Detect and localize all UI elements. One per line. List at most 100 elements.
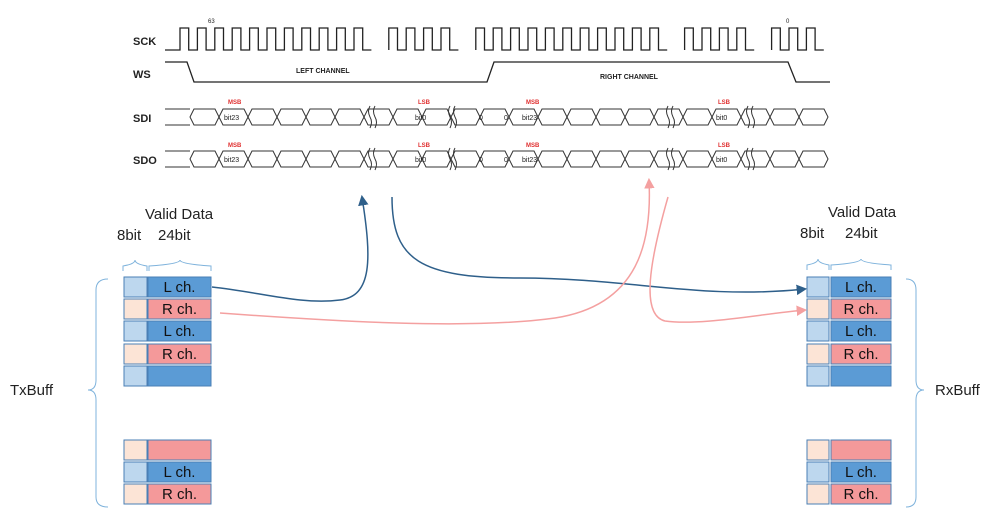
tx-8bit-brace — [122, 259, 148, 271]
sdo-lsb-left: LSB — [418, 143, 431, 149]
tx-buffer-label: TxBuff — [10, 382, 54, 399]
sdo-msb-left: MSB — [228, 143, 242, 149]
tx-buffer-row: L ch. — [123, 320, 212, 342]
tx-buffer-row: R ch. — [123, 483, 212, 505]
row-label: R ch. — [162, 346, 197, 363]
sdo-bit23-right: bit23 — [522, 157, 537, 164]
sdo-bus-cells — [165, 150, 829, 168]
sdi-bus — [165, 105, 829, 129]
pad-cell — [123, 343, 148, 365]
row-label: L ch. — [164, 279, 196, 296]
data-cell — [147, 298, 212, 320]
sdi-bit23-left: bit23 — [224, 115, 239, 122]
bus-break-mark — [746, 105, 755, 129]
data-cell — [830, 298, 892, 320]
row-label: R ch. — [843, 486, 878, 503]
rx-buffer-bracket — [905, 278, 925, 508]
bus-break-mark — [746, 147, 755, 171]
tx-buffer-row: R ch. — [123, 298, 212, 320]
pad-cell — [123, 276, 148, 298]
pad-cell — [123, 483, 148, 505]
data-cell — [147, 483, 212, 505]
ws-waveform — [165, 61, 830, 83]
rx-8bit-brace — [806, 258, 830, 270]
right-channel-label: RIGHT CHANNEL — [600, 74, 659, 81]
sdi-bit0-right: bit0 — [716, 115, 727, 122]
sck-waveform — [165, 27, 824, 51]
tx-buffer-row — [123, 439, 212, 461]
signal-label-sdo: SDO — [133, 155, 157, 167]
pad-cell — [806, 439, 830, 461]
row-label: L ch. — [845, 323, 877, 340]
bus-break-mark — [368, 105, 377, 129]
rx-buffer-row: L ch. — [806, 276, 892, 298]
data-cell — [830, 461, 892, 483]
signal-label-ws: WS — [133, 69, 151, 81]
pad-cell — [806, 461, 830, 483]
pad-cell — [806, 365, 830, 387]
data-cell — [147, 439, 212, 461]
sdi-left-to-rx-arrow — [391, 196, 808, 296]
sdo-bus — [165, 147, 829, 171]
tx-24bit-brace — [148, 259, 212, 271]
data-cell — [147, 343, 212, 365]
sdi-msb-left: MSB — [228, 100, 242, 106]
data-cell — [830, 365, 892, 387]
sdo-lsb-right: LSB — [718, 143, 731, 149]
sdi-right-to-rx-arrow — [649, 196, 808, 323]
tx-rows: L ch. R ch. L ch. R ch. L ch. R ch. — [123, 276, 212, 505]
tx-buffer-row: L ch. — [123, 276, 212, 298]
rx-buffer-row: L ch. — [806, 461, 892, 483]
rx-24bit-label: 24bit — [845, 225, 878, 242]
data-flow-arrows — [211, 177, 808, 325]
data-cell — [830, 343, 892, 365]
tx-right-to-sdo-arrow — [219, 177, 655, 325]
sdo-bit23-left: bit23 — [224, 157, 239, 164]
signal-label-sck: SCK — [133, 36, 156, 48]
pad-cell — [806, 298, 830, 320]
pad-cell — [123, 320, 148, 342]
data-cell — [147, 461, 212, 483]
rx-buffer-row: R ch. — [806, 483, 892, 505]
sdi-lsb-right: LSB — [718, 100, 731, 106]
pad-cell — [123, 461, 148, 483]
rx-8bit-label: 8bit — [800, 225, 825, 242]
tx-buffer-row — [123, 365, 212, 387]
data-cell — [147, 276, 212, 298]
rx-24bit-brace — [830, 258, 892, 270]
bus-break-mark — [448, 147, 457, 171]
rx-rows: L ch.R ch.L ch.R ch.L ch.R ch. — [806, 276, 892, 505]
pad-cell — [806, 320, 830, 342]
data-cell — [830, 320, 892, 342]
tx-buffer-row: L ch. — [123, 461, 212, 483]
row-label: L ch. — [845, 464, 877, 481]
bus-break-mark — [368, 147, 377, 171]
pad-cell — [806, 276, 830, 298]
pad-cell — [806, 483, 830, 505]
pad-cell — [123, 439, 148, 461]
sdi-lsb-left: LSB — [418, 100, 431, 106]
sck-marker-end: 0 — [786, 19, 790, 25]
sdo-bit0-right: bit0 — [716, 157, 727, 164]
sdi-zero-right: 0 — [504, 115, 508, 122]
sdo-bit0-left: bit0 — [415, 157, 426, 164]
sdi-msb-right: MSB — [526, 100, 540, 106]
left-channel-label: LEFT CHANNEL — [296, 68, 350, 75]
sdi-bit23-right: bit23 — [522, 115, 537, 122]
bus-break-mark — [666, 147, 675, 171]
data-cell — [147, 365, 212, 387]
row-label: L ch. — [164, 323, 196, 340]
rx-buffer-row: L ch. — [806, 320, 892, 342]
data-cell — [830, 439, 892, 461]
tx-buffer-bracket — [87, 278, 109, 508]
rx-buffer-row — [806, 365, 892, 387]
bus-break-mark — [666, 105, 675, 129]
sdi-bit0-left: bit0 — [415, 115, 426, 122]
tx-buffer-row: R ch. — [123, 343, 212, 365]
tx-valid-data-label: Valid Data — [145, 206, 214, 223]
sdo-msb-right: MSB — [526, 143, 540, 149]
row-label: L ch. — [164, 464, 196, 481]
tx-8bit-label: 8bit — [117, 227, 142, 244]
sdo-zero-left: 0 — [479, 157, 483, 164]
